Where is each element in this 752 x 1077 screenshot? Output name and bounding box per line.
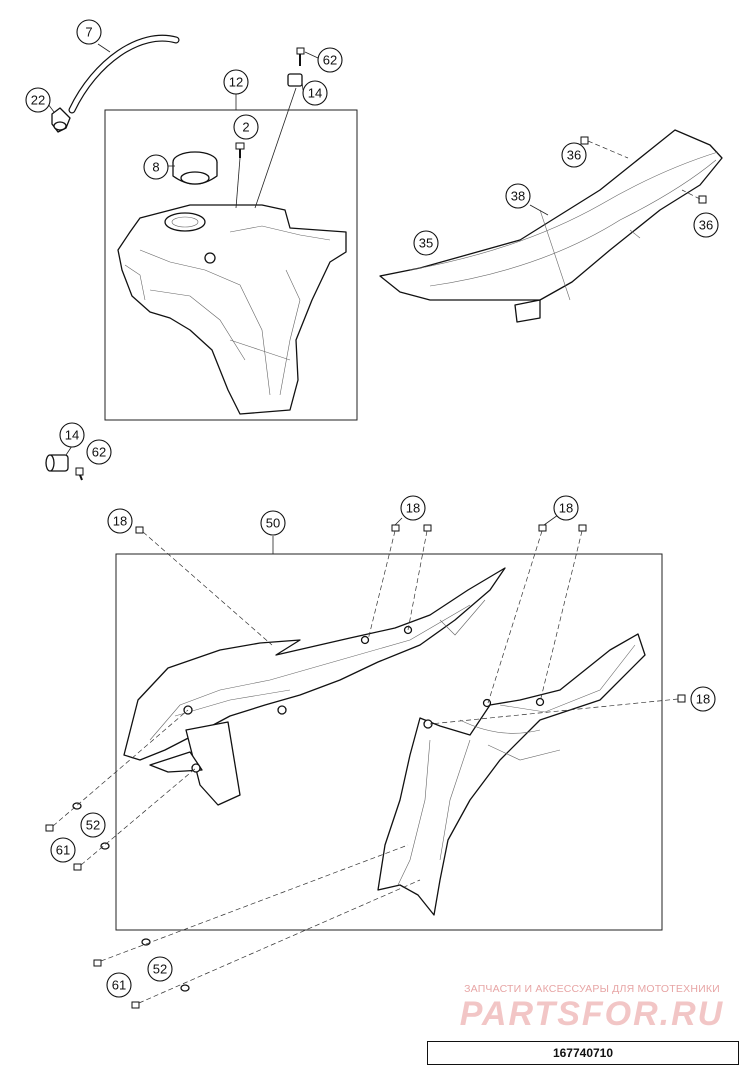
callout-52-upper: 52 xyxy=(80,812,106,838)
svg-text:52: 52 xyxy=(153,962,167,977)
callout-8: 8 xyxy=(143,154,169,180)
fastener-61-52-upper xyxy=(45,709,197,871)
callout-18-upper-right: 18 xyxy=(553,495,579,521)
fuel-tank xyxy=(117,87,347,415)
callout-18-right: 18 xyxy=(690,686,716,712)
screw-18-a xyxy=(135,526,273,646)
svg-text:50: 50 xyxy=(266,516,280,531)
diagram-code: 167740710 xyxy=(427,1041,739,1065)
svg-text:38: 38 xyxy=(511,189,525,204)
callout-36-right: 36 xyxy=(693,212,719,238)
svg-text:18: 18 xyxy=(113,514,127,529)
svg-text:62: 62 xyxy=(323,53,337,68)
callout-38: 38 xyxy=(505,183,531,209)
callout-61-upper: 61 xyxy=(50,837,76,863)
callout-52-lower: 52 xyxy=(147,956,173,982)
svg-text:14: 14 xyxy=(308,86,322,101)
screw-18-d xyxy=(429,694,686,725)
fuel-hose xyxy=(68,34,180,114)
side-cover-group-frame xyxy=(115,553,663,931)
callout-7: 7 xyxy=(76,19,102,45)
callout-62-loose: 62 xyxy=(86,439,112,465)
elbow-fitting xyxy=(47,103,71,133)
left-side-panel xyxy=(123,567,506,806)
svg-text:8: 8 xyxy=(152,160,159,175)
fastener-61-52-lower xyxy=(93,844,421,1009)
svg-text:52: 52 xyxy=(86,818,100,833)
svg-text:36: 36 xyxy=(567,148,581,163)
fuel-cap xyxy=(168,151,218,185)
tank-screw-top xyxy=(287,47,319,91)
svg-text:18: 18 xyxy=(696,692,710,707)
watermark-tagline: ЗАПЧАСТИ И АКСЕССУАРЫ ДЛЯ МОТОТЕХНИКИ xyxy=(464,983,720,995)
svg-text:18: 18 xyxy=(559,501,573,516)
svg-text:36: 36 xyxy=(699,218,713,233)
svg-text:62: 62 xyxy=(92,445,106,460)
callout-35: 35 xyxy=(413,230,439,256)
svg-text:7: 7 xyxy=(85,25,92,40)
callout-61-lower: 61 xyxy=(106,972,132,998)
svg-text:61: 61 xyxy=(112,978,126,993)
right-side-panel xyxy=(377,633,646,916)
callout-36-left: 36 xyxy=(561,142,587,168)
callout-12: 12 xyxy=(223,69,249,95)
callout-18-left: 18 xyxy=(107,508,133,534)
seat-screw-left xyxy=(580,136,629,159)
callout-14-top: 14 xyxy=(302,80,328,106)
vent-screw xyxy=(235,142,245,158)
watermark-logo: PARTSFOR.RU xyxy=(459,995,725,1033)
svg-text:18: 18 xyxy=(406,501,420,516)
callout-14-loose: 14 xyxy=(59,422,85,448)
callout-2: 2 xyxy=(233,114,259,140)
svg-text:14: 14 xyxy=(65,428,79,443)
svg-text:22: 22 xyxy=(31,93,45,108)
seat xyxy=(379,129,723,323)
svg-text:2: 2 xyxy=(242,120,249,135)
seat-screw-right xyxy=(681,189,707,204)
callout-50: 50 xyxy=(260,510,286,536)
callout-22: 22 xyxy=(25,87,51,113)
screw-18-b xyxy=(367,517,432,641)
svg-text:12: 12 xyxy=(229,75,243,90)
screw-18-c xyxy=(487,514,587,704)
svg-text:61: 61 xyxy=(56,843,70,858)
svg-text:35: 35 xyxy=(419,236,433,251)
fuel-tank-group-frame xyxy=(104,109,358,421)
callout-62-top: 62 xyxy=(317,47,343,73)
callout-18-mid: 18 xyxy=(400,495,426,521)
